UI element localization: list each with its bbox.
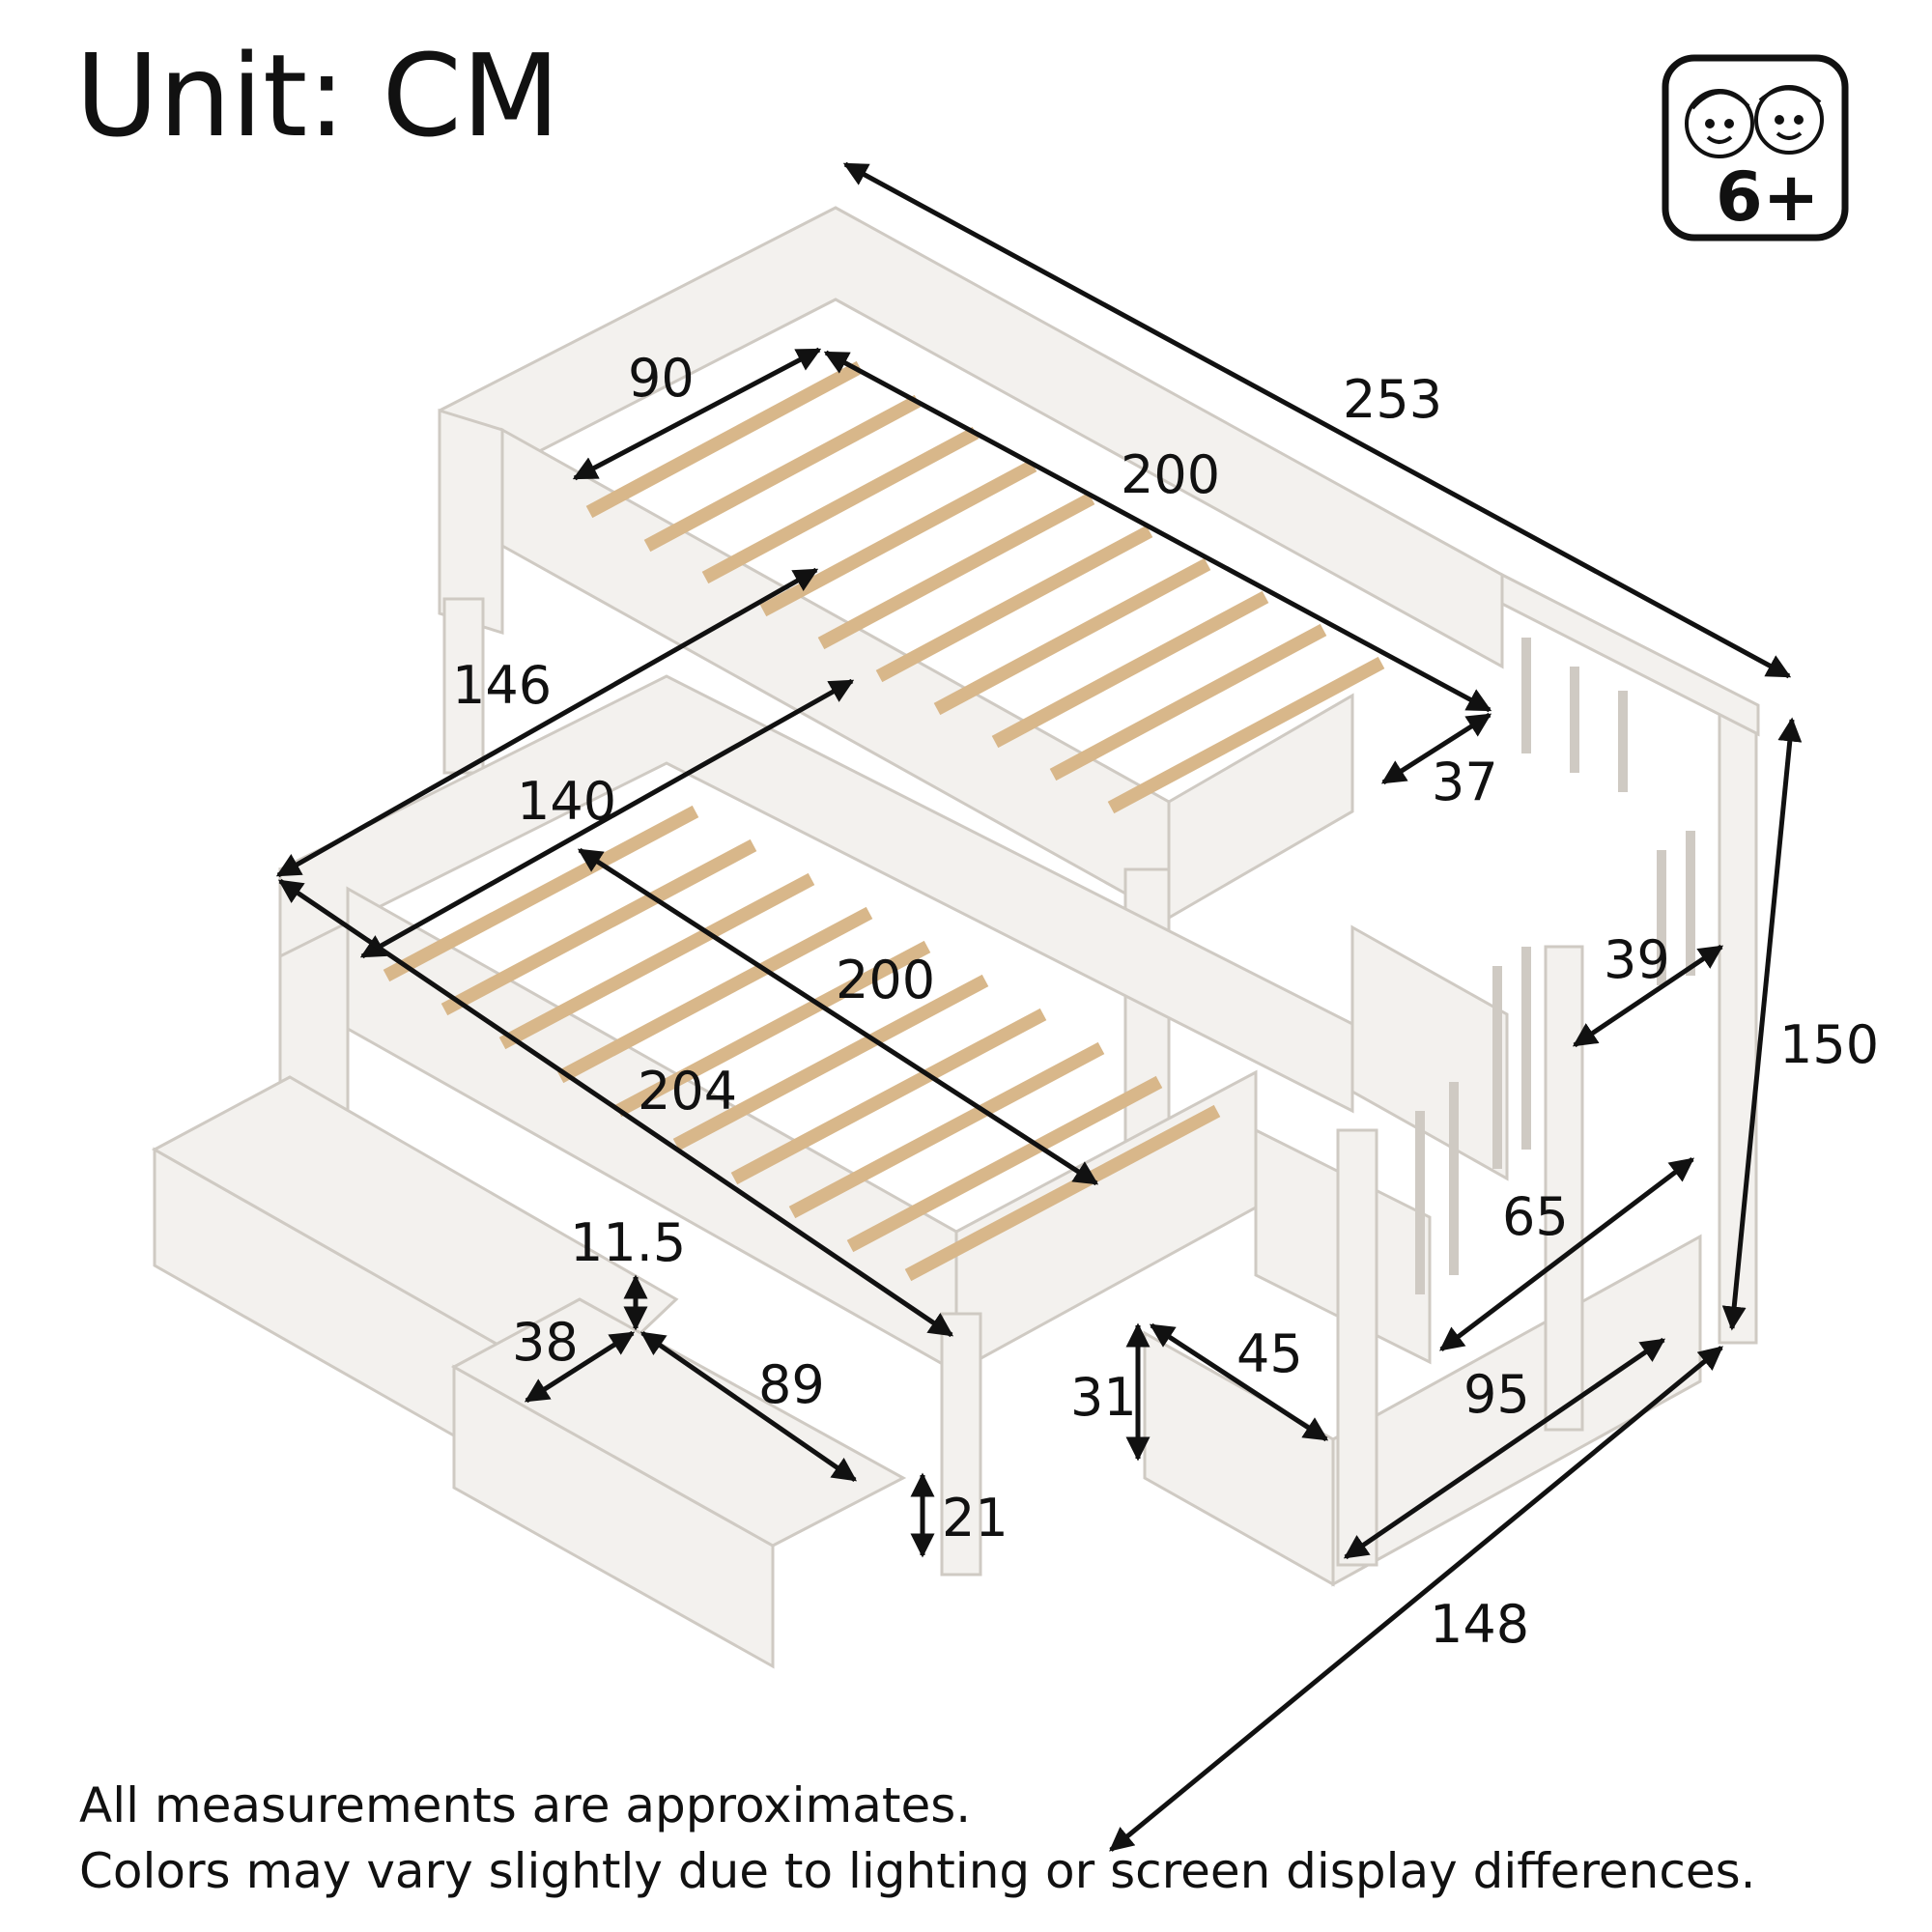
dim-label-148: 148: [1430, 1594, 1529, 1655]
dim-arrow-253: [842, 161, 1792, 679]
age-badge-label: 6+: [1716, 157, 1819, 237]
dim-label-65: 65: [1502, 1186, 1569, 1247]
dim-label-95: 95: [1463, 1364, 1530, 1425]
dim-label-150: 150: [1779, 1014, 1879, 1075]
dimension-labels: 253 90 200 146 140 200 204 37 39 150 65 …: [452, 348, 1879, 1655]
dim-arrow-148: [1109, 1346, 1723, 1852]
dim-arrow-200-top: [823, 350, 1492, 713]
dim-arrow-204: [277, 878, 954, 1338]
dim-arrow-45: [1149, 1322, 1329, 1442]
dim-label-146: 146: [452, 655, 552, 716]
dim-label-45: 45: [1236, 1323, 1303, 1384]
disclaimer-colors: Colors may vary slightly due to lighting…: [79, 1843, 1756, 1899]
dim-label-200-bottom: 200: [836, 950, 935, 1010]
dim-label-90: 90: [628, 348, 695, 409]
dim-label-31: 31: [1070, 1367, 1137, 1428]
dim-label-37: 37: [1432, 752, 1498, 812]
dim-label-39: 39: [1604, 929, 1670, 990]
dim-arrow-150: [1721, 717, 1803, 1331]
dim-label-89: 89: [758, 1354, 825, 1415]
dimension-arrows: [275, 161, 1803, 1852]
dim-label-200-top: 200: [1121, 444, 1220, 505]
kids-faces-icon: [1685, 85, 1824, 158]
age-badge: 6+: [1662, 54, 1849, 242]
dim-label-38: 38: [512, 1312, 579, 1373]
dim-arrow-39: [1572, 944, 1724, 1048]
disclaimer-measurements: All measurements are approximates.: [79, 1777, 972, 1833]
dim-arrow-37: [1380, 712, 1492, 785]
dim-arrow-38: [524, 1330, 636, 1404]
dim-arrow-65: [1439, 1157, 1694, 1351]
dim-label-21: 21: [942, 1488, 1009, 1548]
dim-label-140: 140: [517, 771, 616, 832]
dim-label-11-5: 11.5: [570, 1212, 686, 1273]
dim-label-253: 253: [1343, 369, 1442, 430]
unit-title: Unit: CM: [75, 29, 560, 162]
dim-arrow-89: [639, 1330, 858, 1483]
dim-label-204: 204: [638, 1061, 737, 1122]
dim-arrow-90: [572, 347, 822, 481]
